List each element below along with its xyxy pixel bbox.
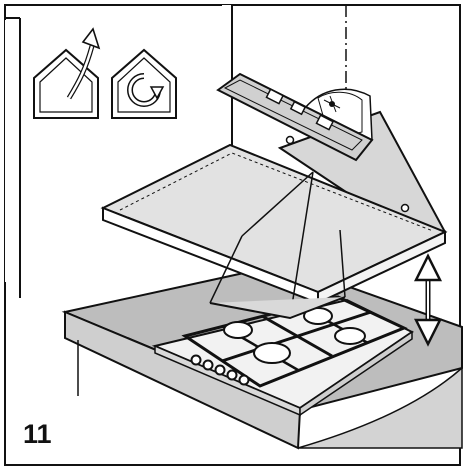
hob-knob	[202, 359, 214, 371]
hob-knob	[238, 374, 250, 386]
house-with-circular-arrow-icon	[111, 48, 177, 119]
hob-knob	[214, 364, 226, 376]
burner	[253, 342, 291, 364]
burner	[223, 321, 253, 339]
hob-knob	[226, 369, 238, 381]
house-with-exhaust-arrow-icon	[33, 27, 101, 119]
burner	[334, 327, 366, 345]
height-distance-arrow-icon	[413, 253, 443, 347]
hob-knob	[190, 354, 202, 366]
chimney-cooker-hood	[100, 72, 448, 320]
step-number-label: 11	[23, 419, 52, 449]
gas-hob	[151, 295, 414, 417]
